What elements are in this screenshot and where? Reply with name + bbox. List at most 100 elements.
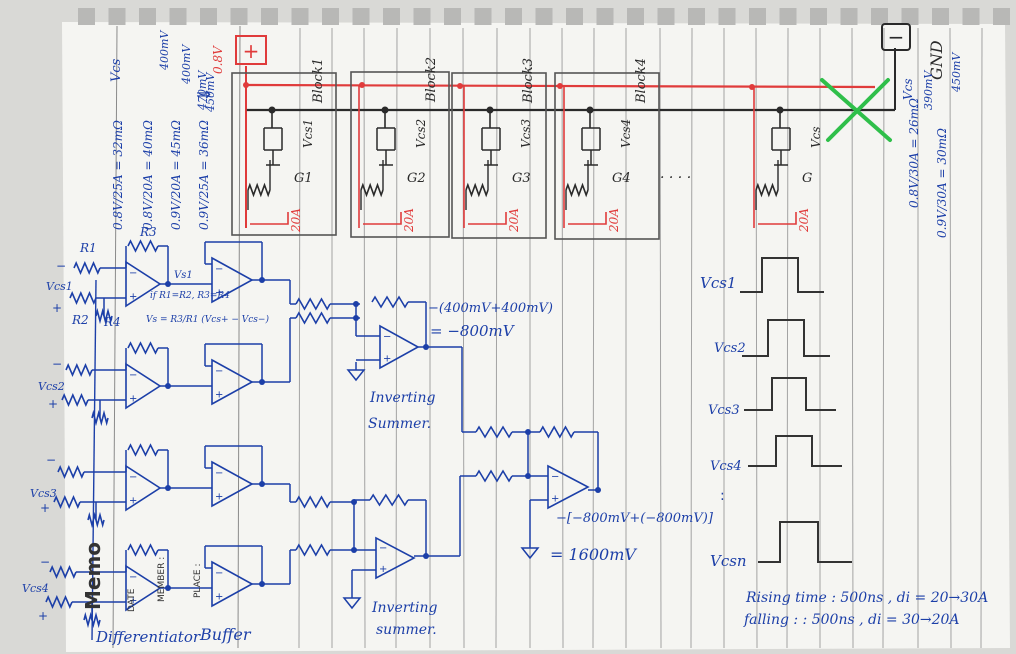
memo-stamp: Memo (81, 542, 105, 610)
block-name: Block4 (634, 58, 649, 104)
wire (690, 27, 693, 649)
resistor (539, 425, 575, 439)
wire (363, 27, 366, 649)
block-name: Block1 (311, 58, 326, 104)
bottom-summer-label: Inverting (371, 600, 438, 616)
ohm-calc-right: 0.9V/30A = 30mΩ (935, 128, 949, 238)
vcs-value-right: 450mV (950, 52, 963, 93)
op-amp-minus: − (129, 572, 137, 583)
ohm-calc: 0.9V/25A = 36mΩ (197, 120, 211, 230)
r1-label: R1 (79, 241, 97, 255)
input-vcs2: Vcs2 (38, 380, 65, 393)
input-vcs1: Vcs1 (46, 280, 73, 293)
binding-hole (718, 8, 736, 25)
top-summer-result-value: = −800mV (430, 322, 516, 340)
date-stamp: DATE (127, 588, 137, 612)
wire (659, 27, 662, 649)
op-amp-minus: − (215, 264, 223, 275)
wire (949, 27, 952, 649)
bottom-summer-label-2: summer. (376, 622, 437, 638)
ground-symbol (342, 597, 362, 610)
gate-label: G4 (612, 171, 631, 186)
diff-amp-row-1: −+−+ (69, 239, 290, 325)
current-arrow (363, 212, 402, 225)
op-amp-minus: − (215, 568, 223, 579)
op-amp-plus: + (215, 287, 223, 298)
waveform-2 (742, 319, 830, 357)
op-amp (125, 362, 162, 410)
resistor (295, 311, 331, 325)
wire (495, 27, 498, 649)
binding-hole (474, 8, 492, 25)
current-arrow (758, 212, 797, 225)
wire (592, 27, 595, 649)
resistor (475, 425, 513, 439)
binding-hole (871, 8, 888, 25)
binding-hole (993, 8, 1010, 25)
op-amp-plus: + (129, 595, 137, 606)
wire (395, 27, 398, 649)
resistor (295, 297, 331, 311)
r4-label: R4 (103, 315, 121, 329)
op-amp-plus: + (379, 564, 387, 575)
block-name: Block2 (424, 57, 439, 103)
resistor (69, 290, 97, 306)
wire (980, 27, 983, 649)
op-amp-plus: + (383, 354, 391, 365)
junction-dot (165, 485, 171, 491)
paper-sheet (62, 22, 1010, 652)
plus-sign: + (40, 501, 50, 515)
waveform-1 (740, 257, 824, 293)
op-amp-minus: − (215, 366, 223, 377)
r3-label: R3 (139, 225, 157, 239)
waveform-label-vcs2: Vcs2 (714, 341, 746, 356)
binding-hole (657, 8, 675, 25)
resistor (45, 594, 73, 610)
binding-hole (505, 8, 522, 25)
resistor (95, 307, 113, 325)
wire (561, 27, 564, 649)
resistor (127, 543, 159, 557)
op-amp-minus: − (551, 471, 559, 482)
vcs-value-right: 390mV (922, 70, 935, 110)
waveform-labels: Vcs1 Vcs2 Vcs3 Vcs4 Vcsn : Rising time :… (700, 274, 988, 628)
binding-hole (566, 8, 583, 25)
op-amp-plus: + (129, 495, 137, 506)
formula-note: Vs = R3/R1 (Vcs+ − Vcs−) (146, 314, 269, 325)
minus-sign: − (46, 453, 56, 467)
minus-sign: − (40, 555, 50, 569)
op-amp-minus: − (383, 331, 391, 342)
right-annotations: Vcs 390mV 450mV 0.8V/30A = 26mΩ 0.9V/30A… (901, 52, 963, 238)
resistor (73, 260, 101, 276)
wire (851, 27, 854, 649)
op-amp-plus: + (215, 491, 223, 502)
vcs-header: Vcs (109, 58, 124, 82)
op-amp (125, 564, 162, 612)
binding-hole (596, 8, 614, 25)
buffer-label: Buffer (199, 625, 252, 644)
differentiator-label: Differentiator (95, 628, 201, 646)
gate-label: G3 (512, 171, 531, 186)
wire (462, 27, 465, 649)
binding-hole (261, 8, 278, 25)
final-result-value: = 1600mV (550, 545, 637, 564)
op-amp-minus: − (129, 370, 137, 381)
op-amp (211, 358, 254, 406)
junction-dot (259, 481, 265, 487)
binding-holes (78, 8, 1010, 25)
junction-dot (165, 585, 171, 591)
diff-amp-row-2: −+−+ (61, 341, 290, 427)
resistor (295, 543, 331, 557)
ruled-lines (298, 27, 983, 649)
op-amp-plus: + (129, 393, 137, 404)
block-box (350, 71, 450, 238)
timing-waveforms (740, 257, 852, 563)
left-labels: R1 R3 R2 R4 Vs1 if R1=R2, R3=R4 Vs = R3/… (22, 225, 269, 646)
diff-amp-row-4: −+−+ (45, 543, 290, 629)
gnd-label: GND (927, 40, 946, 80)
differential-amplifiers: −+−+−+−+−+−+−+−+ (45, 239, 290, 641)
ohm-calc-right: 0.8V/30A = 26mΩ (907, 98, 921, 208)
vcs-label: Vcs1 (301, 119, 315, 148)
waveform-4 (748, 435, 842, 467)
